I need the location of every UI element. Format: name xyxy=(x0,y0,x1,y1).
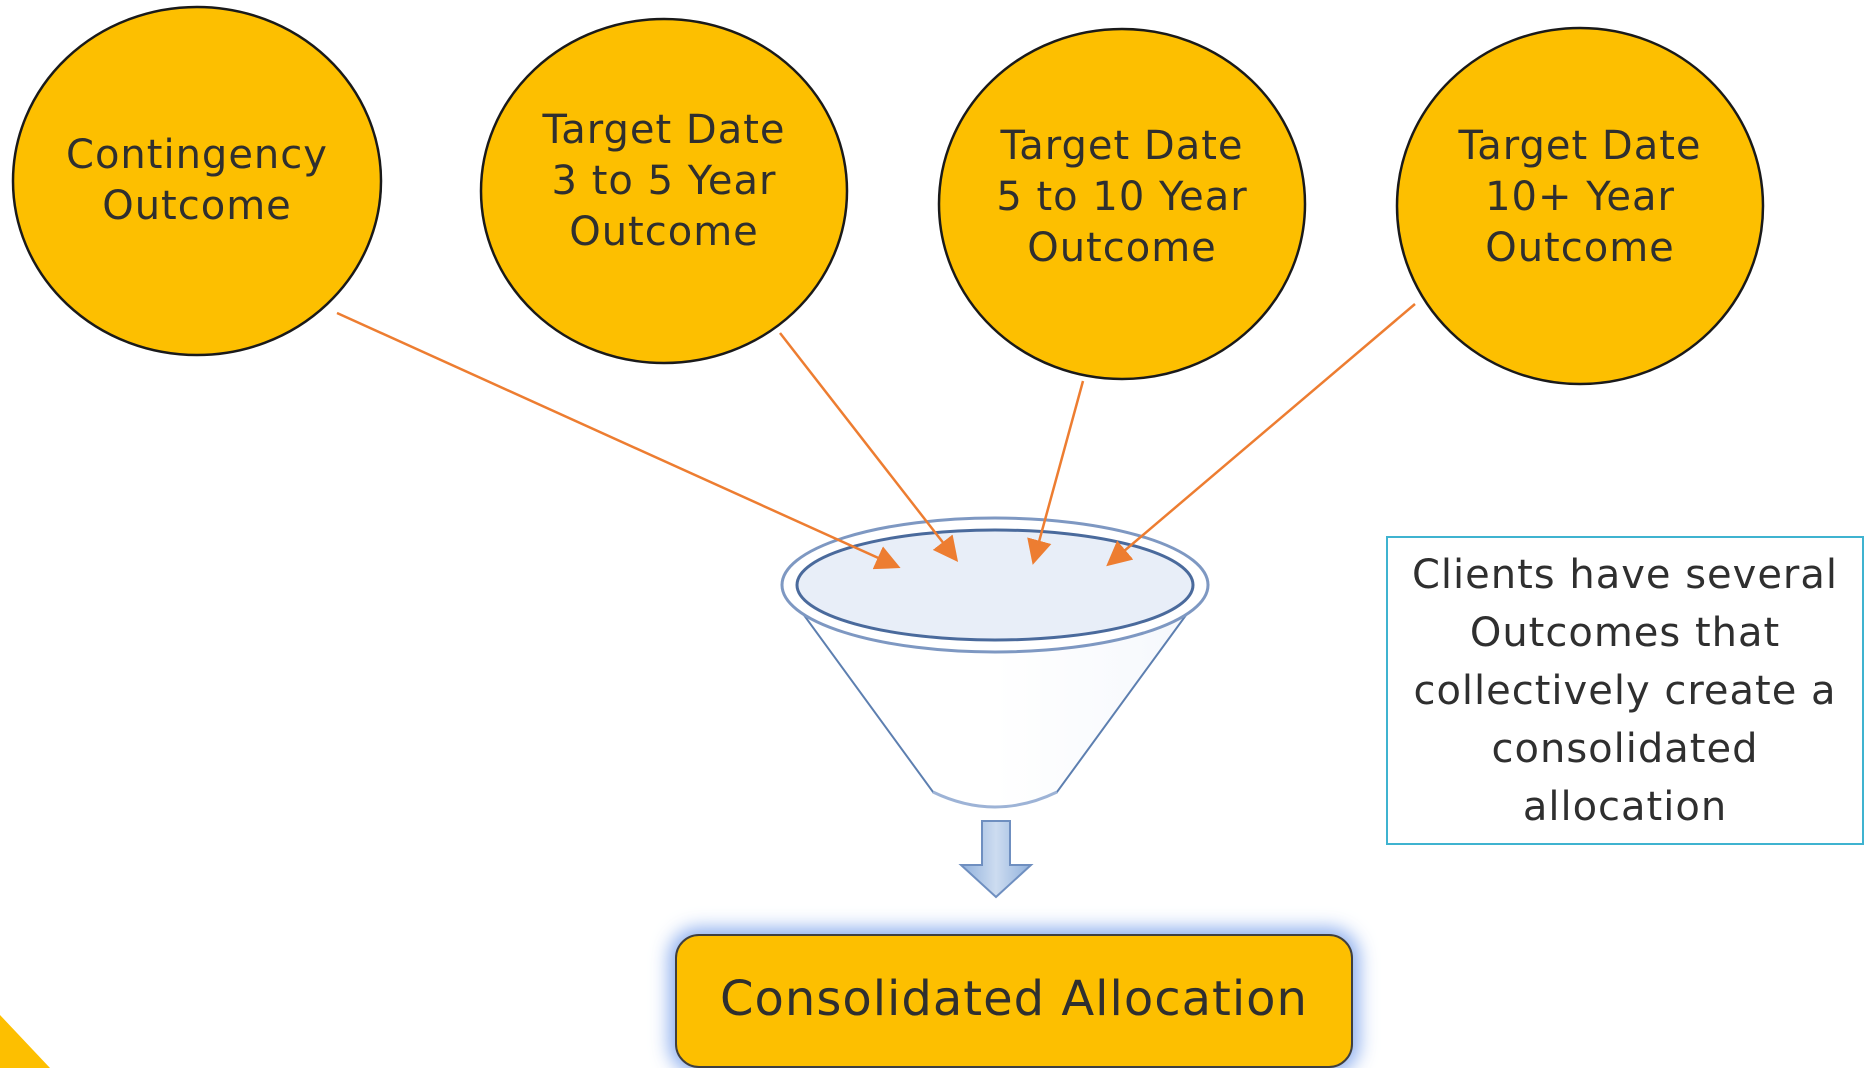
arrow-10-plus-year-to-funnel xyxy=(1106,303,1416,567)
note-box: Clients have several Outcomes that colle… xyxy=(1386,536,1864,845)
consolidated-allocation-label: Consolidated Allocation xyxy=(720,971,1308,1027)
corner-accent-shape xyxy=(0,1015,50,1068)
down-arrow-icon xyxy=(958,820,1034,899)
arrow-3-to-5-year-to-funnel xyxy=(779,332,959,562)
outcome-label-10-plus-year: Target Date 10+ Year Outcome xyxy=(1458,122,1702,271)
outcome-circle-5-to-10-year xyxy=(937,27,1307,381)
consolidated-allocation-box: Consolidated Allocation xyxy=(675,934,1353,1068)
arrow-contingency-to-funnel xyxy=(336,311,901,570)
outcome-label-5-to-10-year: Target Date 5 to 10 Year Outcome xyxy=(996,122,1248,271)
funnel-spout xyxy=(932,790,1058,809)
outcome-circle-3-to-5-year xyxy=(479,17,849,365)
outcome-label-contingency: Contingency Outcome xyxy=(66,132,328,229)
arrow-5-to-10-year-to-funnel xyxy=(1027,380,1085,565)
funnel-opening xyxy=(795,528,1195,642)
outcome-label-3-to-5-year: Target Date 3 to 5 Year Outcome xyxy=(542,106,786,255)
outcome-circle-contingency xyxy=(11,5,383,357)
outcome-circle-10-plus-year xyxy=(1395,26,1765,386)
note-text: Clients have several Outcomes that colle… xyxy=(1411,551,1838,830)
